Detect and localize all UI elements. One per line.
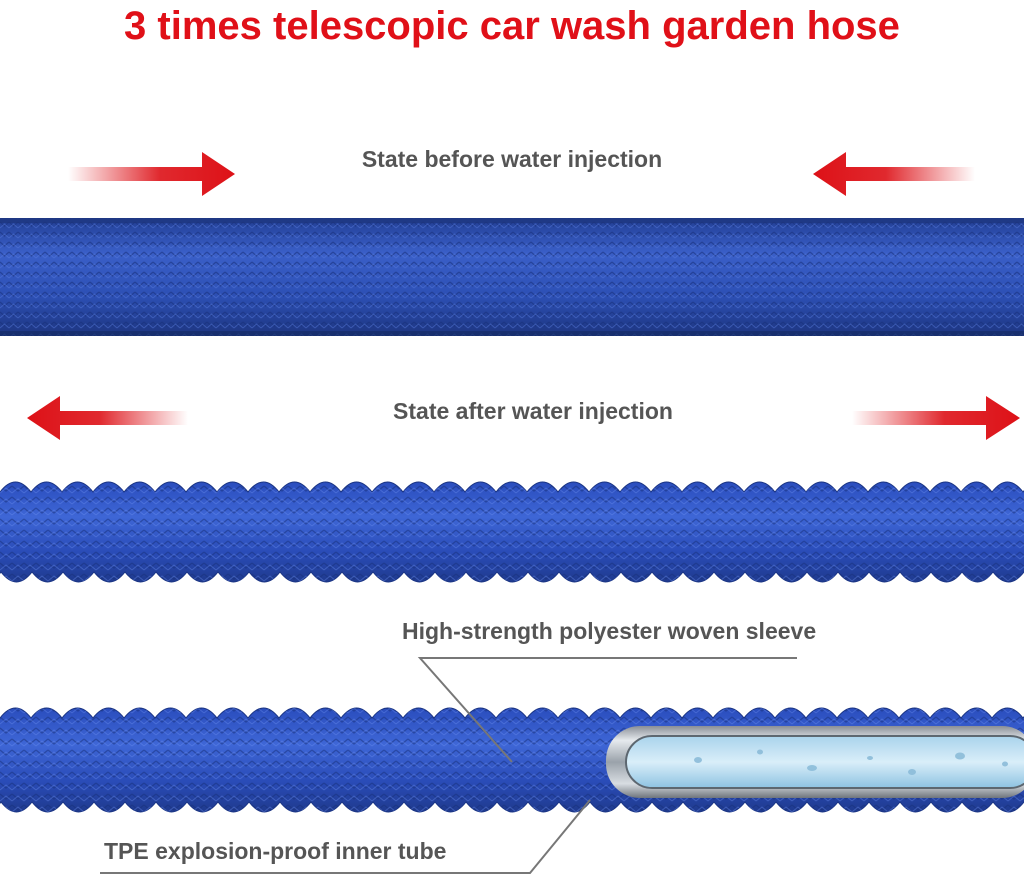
page-title: 3 times telescopic car wash garden hose bbox=[124, 4, 900, 48]
arrow-left-icon bbox=[813, 152, 975, 196]
arrow-right-icon bbox=[852, 396, 1020, 440]
leader-line-tube bbox=[100, 799, 591, 874]
expanded-hose bbox=[0, 481, 1024, 583]
arrow-left-icon bbox=[27, 396, 188, 440]
compressed-hose bbox=[0, 218, 1024, 336]
label-after-injection: State after water injection bbox=[393, 398, 673, 424]
arrow-right-icon bbox=[68, 152, 235, 196]
leader-line-sleeve bbox=[417, 657, 797, 763]
inner-tube bbox=[606, 726, 1024, 798]
label-woven-sleeve: High-strength polyester woven sleeve bbox=[402, 618, 817, 644]
label-before-injection: State before water injection bbox=[361, 146, 663, 172]
label-inner-tube: TPE explosion-proof inner tube bbox=[104, 838, 447, 864]
